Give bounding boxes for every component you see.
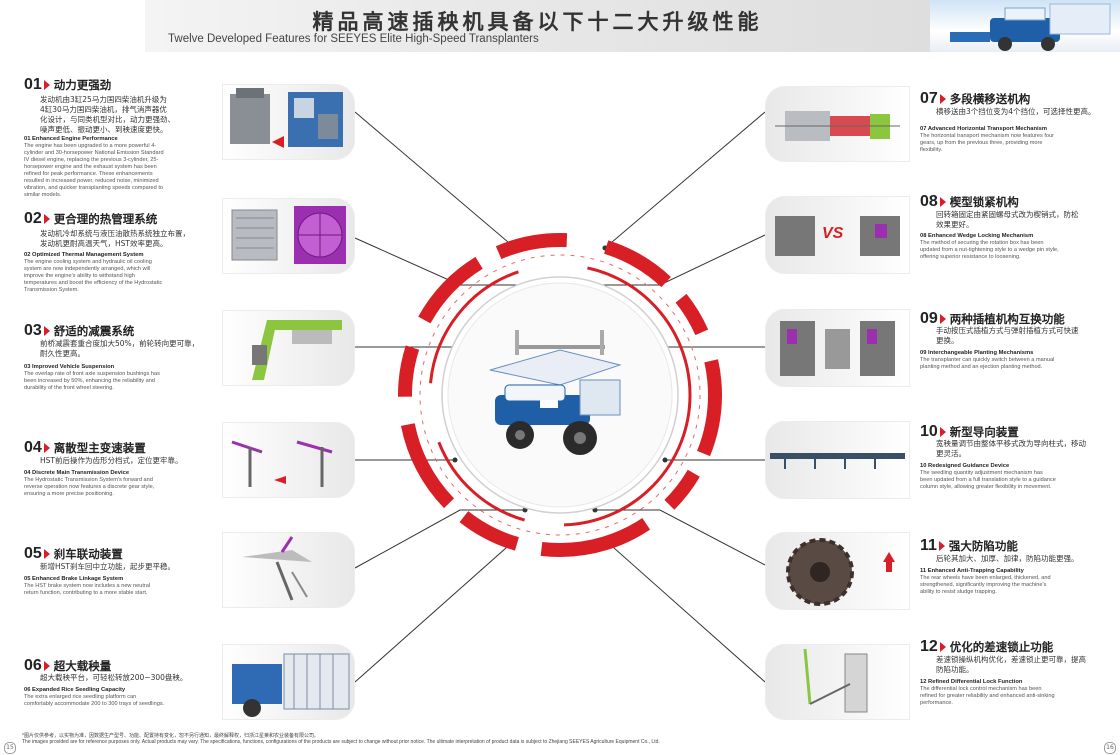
transplanter-main-icon [489, 330, 622, 455]
feature-03-cn-desc: 前桥减震套重合度加大50%，前轮转向更可靠，耐久性更高。 [40, 339, 200, 358]
feature-01: 01 动力更强劲 [24, 74, 224, 94]
arrow-icon [43, 660, 50, 671]
feature-10-cn-desc: 宽秧量调节由整体平移式改为导向柱式，移动更灵活。 [936, 439, 1086, 458]
feature-01-en-desc: The engine has been upgraded to a more p… [24, 143, 164, 198]
feature-10-en-desc: The seedling quantity adjustment mechani… [920, 470, 1056, 490]
connector-01 [354, 111, 516, 249]
feature-06-cn-desc: 超大载秧平台，可轻松转放200~300盘秧。 [40, 673, 188, 682]
feature-11-en-title: 11 Enhanced Anti-Trapping Capability [920, 568, 1024, 574]
feature-04-en-title: 04 Discrete Main Transmission Device [24, 470, 130, 476]
feature-11-en-desc: The rear wheels have been enlarged, thic… [920, 575, 1051, 595]
feature-03-en-desc: The overlap rate of front axle suspensio… [24, 371, 160, 391]
header-band [145, 0, 930, 52]
connector-06 [354, 539, 516, 683]
feature-07-en-title: 07 Advanced Horizontal Transport Mechani… [920, 126, 1048, 132]
transplanter-photo [950, 3, 1111, 51]
connector-12 [604, 539, 766, 683]
footer-disclaimer: *图片仅供参考，以实物为准，因数据生产型号、功能、配置持有变化，恕不另行通知，最… [22, 733, 660, 745]
page-title: 精品高速插秧机具备以下十二大升级性能 [312, 10, 763, 34]
connector-07 [604, 111, 766, 249]
connector-11 [595, 509, 766, 566]
suspension-image [222, 310, 355, 386]
connector-08 [595, 234, 766, 286]
feature-08-cn-desc: 回转箱固定由紧固螺母式改为楔销式，防松效果更好。 [936, 210, 1079, 229]
planting-mechanism-image [765, 309, 910, 387]
feature-04-en-desc: The Hydrostatic Transmission System's fo… [24, 477, 155, 497]
arrow-icon [43, 548, 50, 559]
arrow-icon [939, 641, 946, 652]
connector-05 [354, 509, 525, 569]
seedling-platform-image [222, 644, 355, 720]
arrow-icon [939, 313, 946, 324]
feature-11-cn-desc: 后轮其加大、加厚、加律，防陷功能更强。 [936, 554, 1079, 563]
feature-07-cn-desc: 横移送由3个挡位变为4个挡位，可选择性更高。 [936, 107, 1096, 116]
arrow-icon [939, 93, 946, 104]
feature-number: 01 [24, 76, 42, 93]
feature-05-en-desc: The HST brake system now includes a new … [24, 583, 151, 596]
differential-lock-image [765, 644, 910, 720]
feature-03-en-title: 03 Improved Vehicle Suspension [24, 364, 115, 370]
arrow-icon [43, 442, 50, 453]
guidance-device-image [765, 421, 910, 499]
feature-title: 动力更强劲 [53, 78, 112, 92]
feature-09-cn-desc: 手动按压式插植方式与弹射插植方式可快速更换。 [936, 326, 1079, 345]
feature-06-en-desc: The extra enlarged rice seedling platfor… [24, 694, 165, 707]
transmission-image [222, 422, 355, 498]
arrow-icon [43, 325, 50, 336]
feature-09-en-title: 09 Interchangeable Planting Mechanisms [920, 350, 1034, 356]
arrow-icon [939, 196, 946, 207]
feature-06-en-title: 06 Expanded Rice Seedling Capacity [24, 687, 126, 693]
arrow-icon [938, 540, 945, 551]
arrow-icon [939, 426, 946, 437]
arrow-icon [43, 213, 50, 224]
feature-05-cn-desc: 新增HST刹车回中立功能，起步更平稳。 [40, 562, 175, 571]
engine-image [222, 84, 355, 160]
page-number-left: 15 [4, 742, 16, 754]
feature-04-cn-desc: HST前后操作为齿形分档式，定位更牢靠。 [40, 456, 183, 465]
feature-02-en-title: 02 Optimized Thermal Management System [24, 252, 144, 258]
feature-08-en-title: 08 Enhanced Wedge Locking Mechanism [920, 233, 1034, 239]
feature-02-cn-desc: 发动机冷却系统与液压油散热系统独立布置，发动机更耐高温天气，HST效率更高。 [40, 229, 190, 248]
horizontal-transport-image [765, 86, 910, 162]
feature-08-en-desc: The method of securing the rotation box … [920, 240, 1059, 260]
feature-05-en-title: 05 Enhanced Brake Linkage System [24, 576, 124, 582]
feature-12-en-title: 12 Refined Differential Lock Function [920, 679, 1023, 685]
red-ring [398, 233, 722, 557]
brake-linkage-image [222, 532, 355, 608]
anti-trapping-wheel-image [765, 532, 910, 610]
feature-12-cn-desc: 差速锁操纵机构优化，差速锁止更可靠，提高防陷功能。 [936, 655, 1086, 674]
feature-07-en-desc: The horizontal transport mechanism now f… [920, 133, 1055, 153]
feature-10-en-title: 10 Redesigned Guidance Device [920, 463, 1010, 469]
page-subtitle: Twelve Developed Features for SEEYES Eli… [168, 33, 539, 45]
page-number-right: 16 [1104, 742, 1116, 754]
arrow-icon [43, 79, 50, 90]
wedge-locking-image [765, 196, 910, 274]
feature-09-en-desc: The transplanter can quickly switch betw… [920, 357, 1055, 370]
feature-01-en-title: 01 Enhanced Engine Performance [24, 136, 118, 142]
feature-12-en-desc: The differential lock control mechanism … [920, 686, 1055, 706]
vs-label: VS [822, 225, 844, 242]
header-machine-image [930, 0, 1120, 52]
feature-02-en-desc: The engine cooling system and hydraulic … [24, 259, 163, 293]
cooling-system-image [222, 198, 355, 274]
